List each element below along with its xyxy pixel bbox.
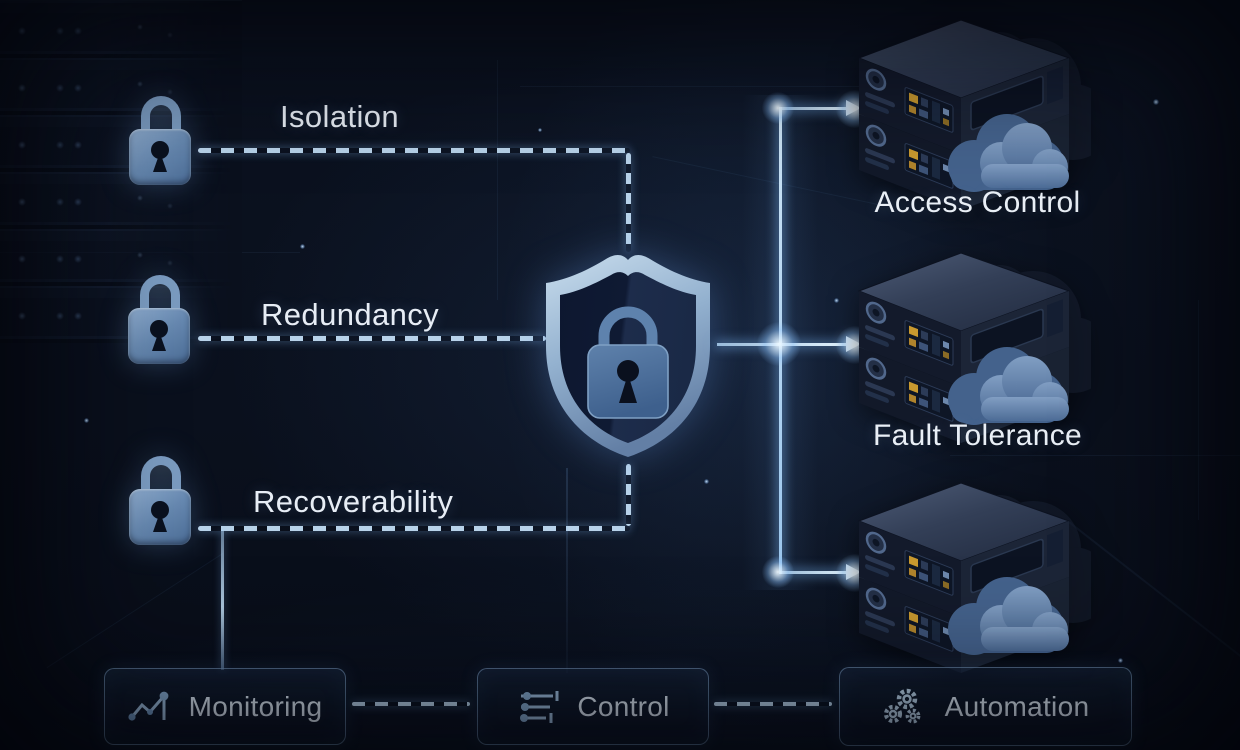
server-cloud-icon-fault-tolerance (841, 247, 1111, 457)
circuit-trace (46, 552, 224, 669)
security-shield (534, 250, 722, 467)
glow-dot (704, 479, 709, 484)
padlock-icon-redundancy (128, 275, 192, 364)
glow-dot (84, 418, 89, 423)
label-redundancy: Redundancy (261, 297, 440, 332)
padlock-icon-recoverability (129, 456, 193, 545)
server-cloud-icon-backup (841, 477, 1111, 687)
beam-to-backup-servers (780, 571, 848, 574)
connector-redundancy (198, 336, 546, 341)
node-monitoring: Monitoring (104, 668, 346, 745)
server-stack-graphic (857, 252, 1111, 443)
label-control: Control (577, 690, 670, 722)
node-control: Control (477, 668, 709, 745)
circuit-trace (520, 86, 910, 87)
circuit-trace (497, 60, 498, 300)
padlock-shackle (141, 456, 181, 492)
cloud-icon (948, 577, 1069, 655)
cloud-icon (948, 347, 1069, 425)
glow-dot (538, 128, 542, 132)
keyhole (151, 141, 169, 159)
padlock-shackle (140, 275, 180, 311)
circuit-trace (1198, 300, 1199, 520)
gears-icon (883, 688, 921, 723)
padlock-body (129, 129, 191, 185)
node-automation: Automation (839, 667, 1132, 746)
label-monitoring: Monitoring (188, 690, 323, 722)
connector-recoverability-monitoring (221, 530, 224, 670)
server-rack-background (0, 0, 242, 343)
circuit-trace (950, 455, 1240, 456)
keyhole (150, 320, 168, 338)
circuit-trace (1066, 520, 1240, 682)
server-stack-graphic (857, 482, 1111, 673)
beam-flare (762, 556, 794, 588)
padlock-body (129, 489, 191, 545)
keyhole (151, 501, 169, 519)
beam-to-access-control (780, 107, 848, 110)
connector-recoverability-h (198, 526, 630, 531)
connector-recoverability-v (626, 464, 631, 526)
beam-flare (762, 92, 794, 124)
faint-vertical-trace (566, 468, 568, 673)
label-isolation: Isolation (280, 99, 400, 134)
label-fault-tolerance: Fault Tolerance (872, 419, 1083, 452)
sliders-icon (520, 690, 559, 723)
glow-dot (1153, 99, 1159, 105)
glow-dot (834, 298, 839, 303)
connector-control-automation (714, 702, 832, 706)
padlock-body (128, 308, 190, 364)
label-access-control: Access Control (874, 186, 1081, 219)
label-automation: Automation (944, 690, 1090, 722)
line-chart-icon (128, 691, 169, 721)
cloud-icon (948, 114, 1069, 192)
glow-dot (300, 244, 305, 249)
padlock-shackle (141, 96, 181, 132)
connector-monitoring-control (352, 702, 470, 706)
glow-dot (1118, 658, 1123, 663)
padlock-icon-isolation (129, 96, 193, 185)
beam-flare (757, 322, 801, 366)
connector-isolation-v (626, 153, 631, 252)
label-recoverability: Recoverability (253, 484, 454, 519)
connector-isolation-h (198, 148, 630, 153)
rack-fade (0, 1, 242, 343)
shield-lock-icon (546, 255, 710, 457)
